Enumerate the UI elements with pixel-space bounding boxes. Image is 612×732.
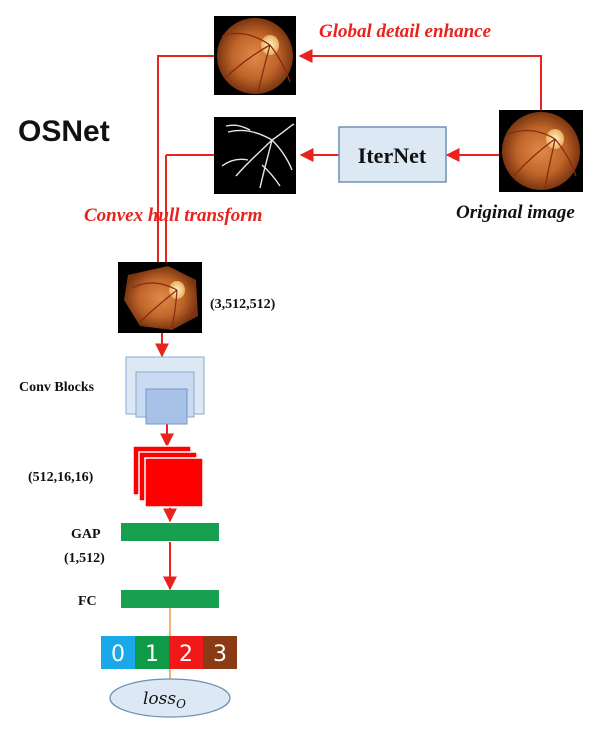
feature-shape-label: (512,16,16) bbox=[28, 470, 94, 485]
transformed-fundus-image bbox=[118, 262, 202, 333]
conv-blocks-label: Conv Blocks bbox=[19, 380, 95, 395]
conv-blocks bbox=[125, 356, 205, 425]
class-label-2: 2 bbox=[179, 642, 193, 667]
loss-node: lossO bbox=[109, 678, 231, 718]
title: OSNet bbox=[18, 115, 110, 148]
line-global-to-merge bbox=[157, 55, 214, 262]
class-box-0 bbox=[101, 636, 135, 669]
class-box-2 bbox=[169, 636, 203, 669]
flow-lines bbox=[155, 49, 542, 591]
enhanced-fundus-image bbox=[214, 16, 296, 95]
original-image-label: Original image bbox=[456, 202, 575, 223]
gap-bar bbox=[121, 523, 219, 541]
iternet-box: IterNet bbox=[338, 126, 447, 183]
class-box-3 bbox=[203, 636, 237, 669]
class-label-0: 0 bbox=[111, 642, 125, 667]
fc-label: FC bbox=[78, 594, 97, 609]
convex-hull-label: Convex hull transform bbox=[84, 205, 262, 226]
fc-bar bbox=[121, 590, 219, 608]
gap-shape-label: (1,512) bbox=[64, 551, 105, 566]
vessel-map-image bbox=[214, 117, 296, 194]
arrow-to-global-detail bbox=[298, 49, 542, 110]
global-detail-label: Global detail enhance bbox=[319, 21, 492, 42]
class-label-3: 3 bbox=[213, 642, 227, 667]
feature-maps bbox=[132, 445, 204, 508]
gap-label: GAP bbox=[71, 527, 101, 542]
iternet-label: IterNet bbox=[358, 143, 427, 168]
input-shape-label: (3,512,512) bbox=[210, 297, 276, 312]
class-box-1 bbox=[135, 636, 169, 669]
loss-label: lossO bbox=[143, 689, 186, 711]
original-fundus-image bbox=[499, 110, 583, 192]
class-label-1: 1 bbox=[145, 642, 159, 667]
